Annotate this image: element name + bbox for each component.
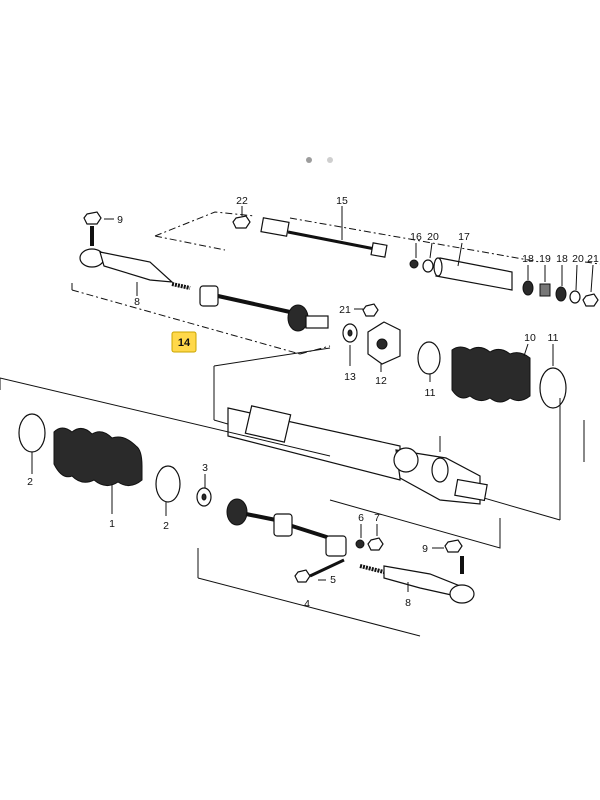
callout-20: 20 bbox=[427, 231, 439, 243]
callout-12: 12 bbox=[375, 375, 387, 387]
part-12-bracket bbox=[367, 321, 401, 372]
part-9-nut bbox=[83, 211, 114, 225]
callout-15: 15 bbox=[336, 195, 348, 207]
part-21-nut bbox=[582, 264, 599, 307]
part-8-tie-rod-end-lower bbox=[359, 556, 475, 604]
part-5-bolt bbox=[294, 558, 345, 583]
part-15-tie-rod bbox=[260, 206, 388, 258]
callout-10: 10 bbox=[524, 332, 536, 344]
callout-19: 19 bbox=[539, 253, 551, 265]
callout-2: 2 bbox=[27, 476, 33, 488]
callout-21: 21 bbox=[339, 304, 351, 316]
part-14-inner-tie-rod bbox=[171, 282, 329, 332]
callout-9: 9 bbox=[117, 214, 123, 226]
part-1-boot bbox=[53, 427, 143, 514]
upper-group-frame bbox=[154, 211, 600, 265]
part-16-washer bbox=[409, 243, 419, 269]
part-3-washer bbox=[196, 474, 212, 507]
part-10-boot bbox=[451, 343, 531, 403]
part-9-nut-lower bbox=[432, 539, 463, 553]
callout-8-b: 8 bbox=[405, 597, 411, 609]
steering-rack-housing bbox=[227, 405, 488, 505]
callout-3: 3 bbox=[202, 462, 208, 474]
part-13-washer bbox=[342, 323, 358, 366]
part-20-ring-2 bbox=[569, 264, 581, 304]
callout-21-b: 21 bbox=[587, 253, 599, 265]
callout-20-b: 20 bbox=[572, 253, 584, 265]
callout-5: 5 bbox=[330, 574, 336, 586]
callout-7: 7 bbox=[374, 512, 380, 524]
callout-6: 6 bbox=[358, 512, 364, 524]
highlight-label: 14 bbox=[178, 337, 191, 349]
callout-4: 4 bbox=[304, 598, 310, 610]
part-7-nut bbox=[367, 524, 384, 551]
callout-17: 17 bbox=[458, 231, 470, 243]
callout-11-b: 11 bbox=[548, 332, 559, 344]
callout-18: 18 bbox=[522, 253, 534, 265]
part-11-clamp-right bbox=[539, 344, 567, 409]
part-2-clamp bbox=[18, 413, 46, 474]
part-22-nut bbox=[232, 206, 251, 229]
part-8-tie-rod-end bbox=[79, 226, 174, 296]
part-20-ring bbox=[422, 242, 434, 273]
callout-8: 8 bbox=[134, 296, 140, 308]
part-18-ring-2 bbox=[555, 265, 567, 302]
callout-18-b: 18 bbox=[556, 253, 568, 265]
part-11-clamp bbox=[417, 341, 441, 382]
pager-dot-1[interactable] bbox=[306, 157, 312, 163]
part-17-sleeve bbox=[433, 242, 513, 291]
part-18-ring bbox=[522, 265, 534, 296]
callout-2-b: 2 bbox=[163, 520, 169, 532]
callout-1: 1 bbox=[109, 518, 115, 530]
lower-frame bbox=[0, 377, 501, 549]
part-2-clamp-right bbox=[155, 465, 181, 516]
pager-dot-2[interactable] bbox=[327, 157, 333, 163]
callout-9-b: 9 bbox=[422, 543, 428, 555]
highlight-callout-14[interactable]: 14 bbox=[171, 331, 197, 353]
part-4-inner-tie-rod bbox=[197, 498, 421, 637]
callout-13: 13 bbox=[344, 371, 356, 383]
callout-22: 22 bbox=[236, 195, 248, 207]
part-21-nut-left bbox=[354, 303, 379, 317]
part-19-bushing bbox=[539, 265, 551, 297]
callout-11: 11 bbox=[425, 387, 436, 399]
callout-16: 16 bbox=[410, 231, 422, 243]
part-6-washer bbox=[355, 524, 365, 549]
